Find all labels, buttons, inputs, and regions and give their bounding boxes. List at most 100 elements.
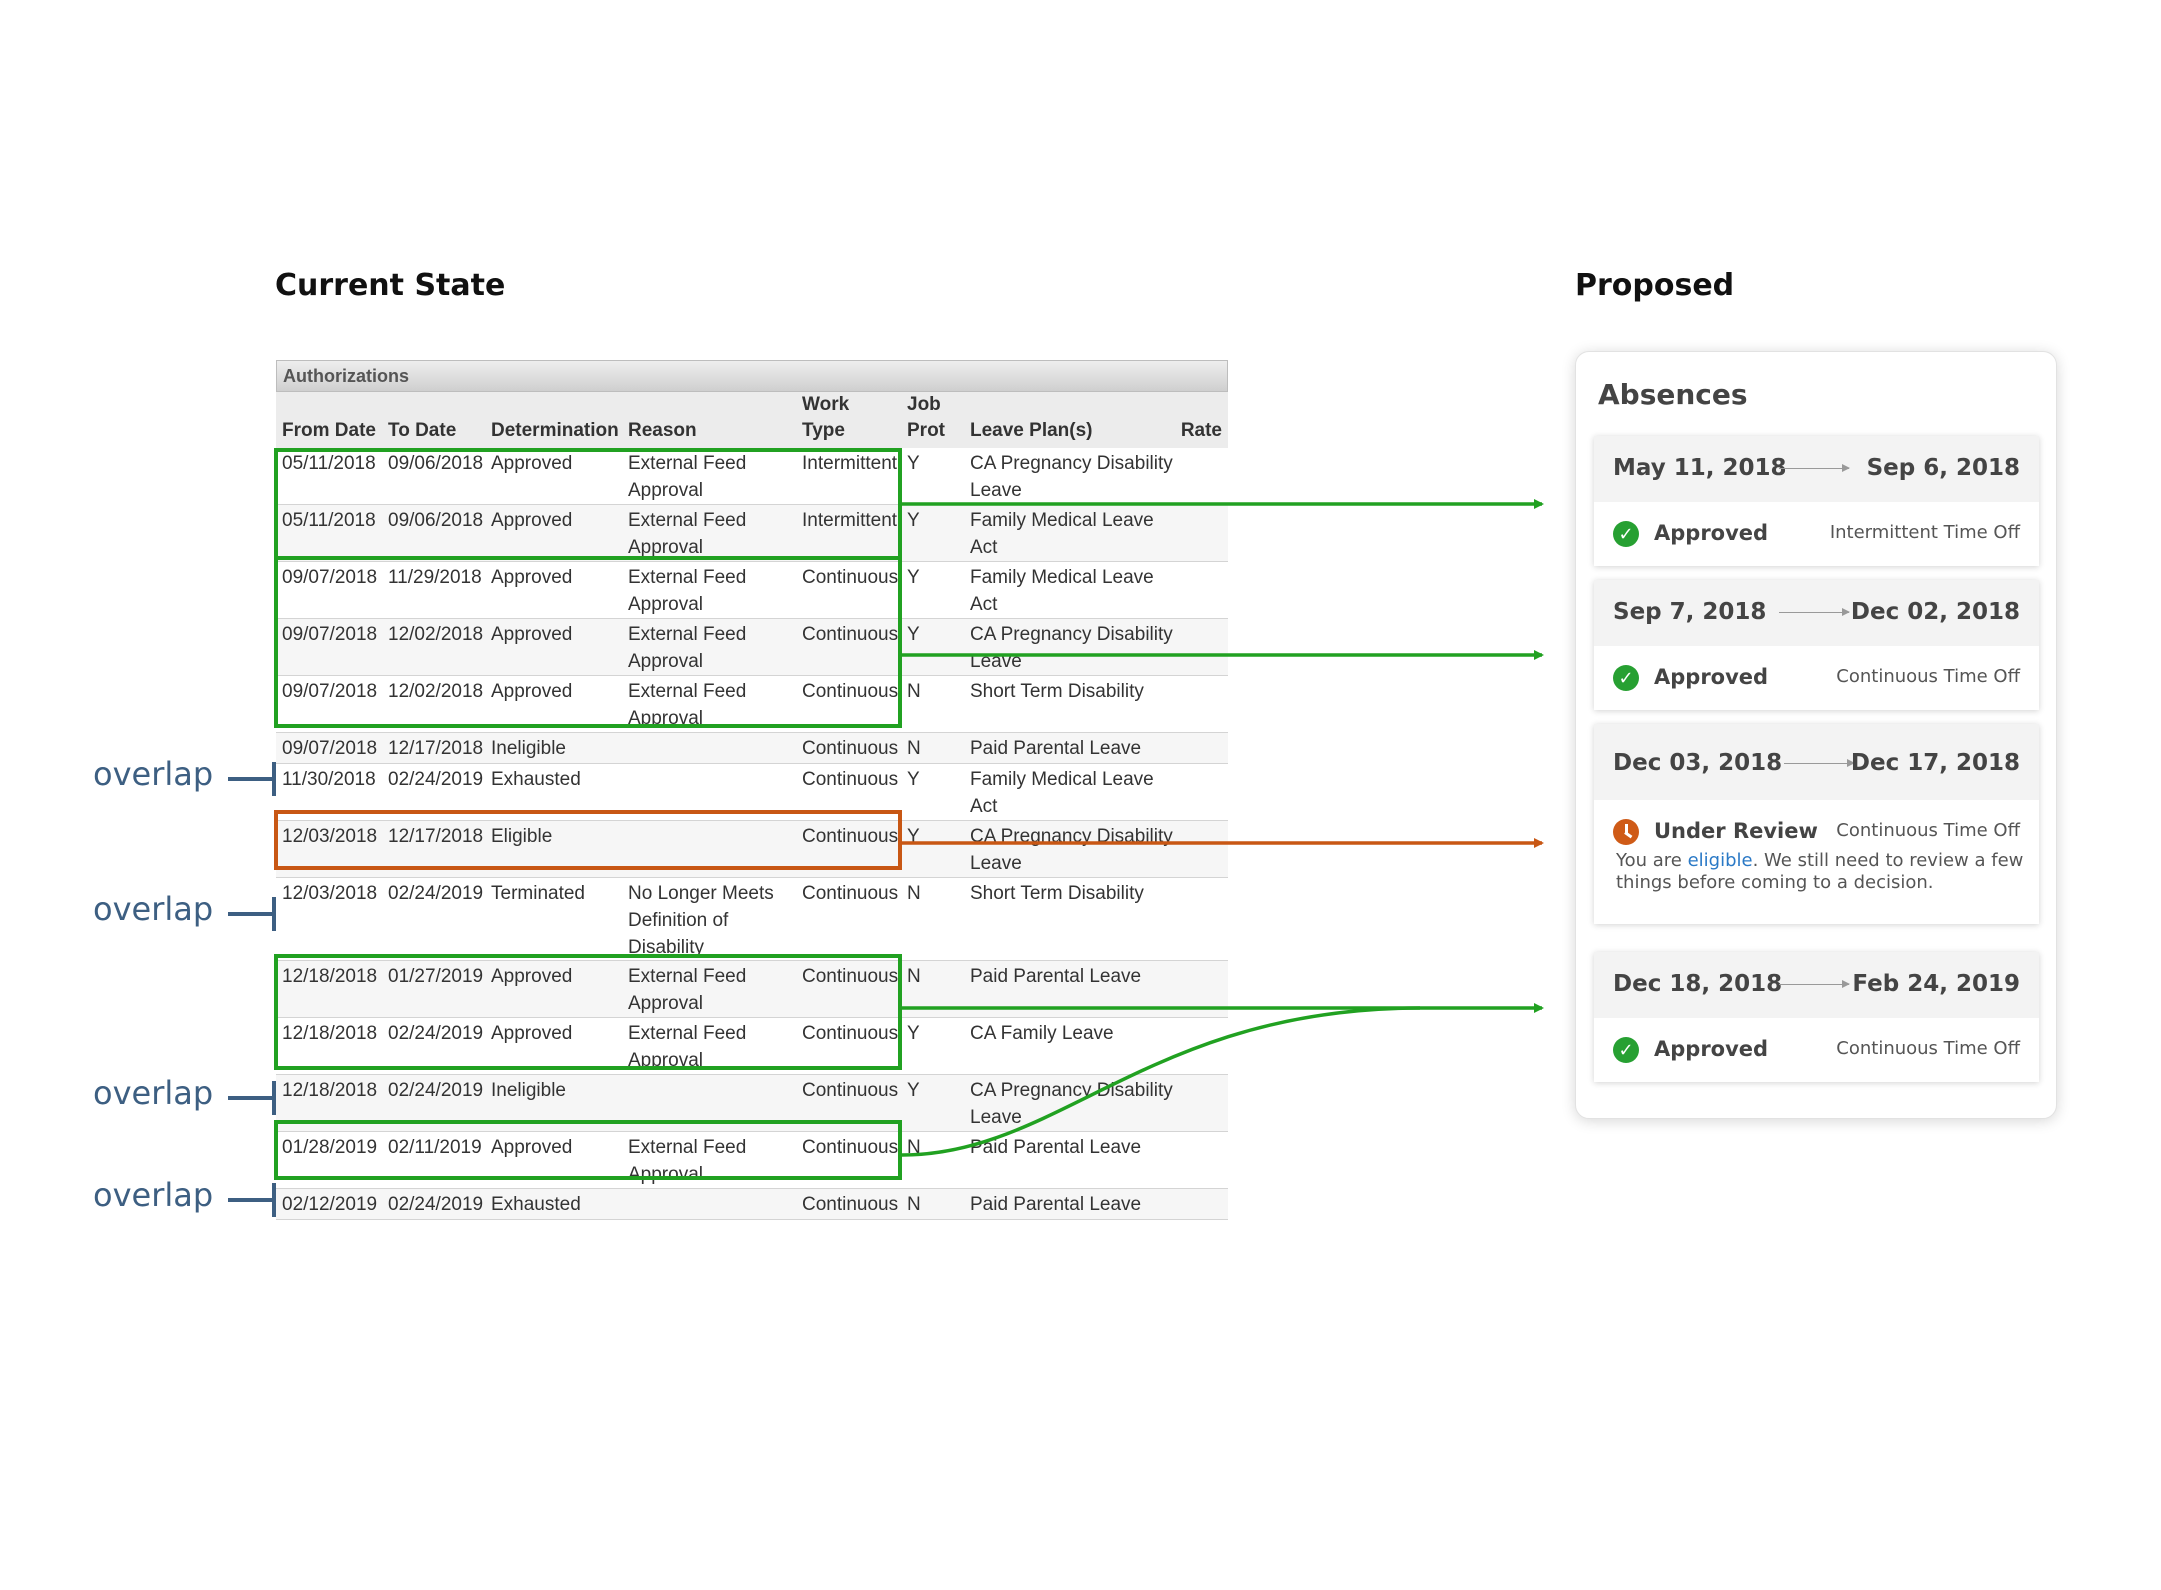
cell-work-type: Continuous: [802, 1023, 899, 1044]
overlap-marker: [228, 1081, 276, 1115]
cell-determination: Exhausted: [491, 1194, 581, 1215]
cell-to-date: 09/06/2018: [388, 453, 484, 474]
status-label: Approved: [1654, 1037, 1769, 1061]
overlap-marker: [228, 1183, 276, 1217]
status-label: Approved: [1654, 521, 1769, 545]
time-off-type: Continuous Time Off: [1836, 1038, 2020, 1059]
arrow-right-icon: [1779, 464, 1850, 472]
cell-work-type: Continuous: [802, 1080, 899, 1101]
absence-item[interactable]: May 11, 2018 Sep 6, 2018 ✓ Approved Inte…: [1594, 436, 2039, 566]
cell-to-date: 01/27/2019: [388, 966, 484, 987]
cell-reason: External Feed Approval: [628, 567, 747, 615]
cell-leave-plan: Family Medical Leave Act: [970, 769, 1154, 817]
cell-job-prot: N: [907, 883, 921, 904]
cell-from-date: 09/07/2018: [282, 567, 378, 588]
absence-from-date: Sep 7, 2018: [1613, 599, 1767, 625]
cell-from-date: 12/18/2018: [282, 1023, 378, 1044]
absences-card: Absences May 11, 2018 Sep 6, 2018 ✓ Appr…: [1575, 351, 2057, 1119]
cell-job-prot: N: [907, 966, 921, 987]
proposed-heading: Proposed: [1575, 268, 1735, 303]
cell-job-prot: N: [907, 681, 921, 702]
review-group-box: [274, 810, 902, 870]
overlap-label: overlap: [93, 755, 214, 793]
cell-to-date: 12/02/2018: [388, 681, 484, 702]
check-icon: ✓: [1613, 1037, 1639, 1063]
cell-from-date: 01/28/2019: [282, 1137, 378, 1158]
absence-status-row: ✓ Approved Intermittent Time Off: [1594, 502, 2039, 566]
absence-from-date: May 11, 2018: [1613, 455, 1787, 481]
cell-from-date: 09/07/2018: [282, 624, 378, 645]
approved-group-box-2: [274, 556, 902, 728]
cell-leave-plan: Paid Parental Leave: [970, 1137, 1142, 1158]
cell-reason: External Feed Approval: [628, 681, 747, 729]
review-note-prefix: You are: [1616, 850, 1688, 871]
cell-leave-plan: Paid Parental Leave: [970, 1194, 1142, 1215]
cell-job-prot: Y: [907, 826, 920, 847]
current-state-heading: Current State: [275, 268, 506, 303]
col-determination: Determination: [491, 420, 619, 441]
absence-dates: Dec 03, 2018 Dec 17, 2018: [1594, 724, 2039, 800]
cell-determination: Ineligible: [491, 1080, 566, 1101]
absence-dates: Dec 18, 2018 Feb 24, 2019: [1594, 952, 2039, 1018]
cell-work-type: Intermittent: [802, 453, 898, 474]
cell-determination: Approved: [491, 624, 573, 645]
absences-title: Absences: [1598, 378, 1748, 411]
cell-from-date: 12/03/2018: [282, 883, 378, 904]
cell-leave-plan: CA Pregnancy Disability Leave: [970, 826, 1173, 874]
cell-reason: External Feed Approval: [628, 510, 747, 558]
check-icon: ✓: [1613, 665, 1639, 691]
cell-to-date: 02/24/2019: [388, 883, 484, 904]
cell-job-prot: N: [907, 1137, 921, 1158]
cell-reason: External Feed Approval: [628, 966, 747, 1014]
cell-job-prot: Y: [907, 453, 920, 474]
cell-leave-plan: Family Medical Leave Act: [970, 510, 1154, 558]
absence-item[interactable]: Dec 03, 2018 Dec 17, 2018 Under Review C…: [1594, 724, 2039, 924]
overlap-label: overlap: [93, 890, 214, 928]
cell-to-date: 12/02/2018: [388, 624, 484, 645]
cell-determination: Approved: [491, 1137, 573, 1158]
cell-to-date: 11/29/2018: [388, 567, 482, 588]
cell-leave-plan: CA Pregnancy Disability Leave: [970, 453, 1173, 501]
col-to-date: To Date: [388, 420, 457, 441]
cell-leave-plan: Paid Parental Leave: [970, 738, 1142, 759]
cell-from-date: 12/18/2018: [282, 1080, 378, 1101]
cell-leave-plan: Paid Parental Leave: [970, 966, 1142, 987]
cell-work-type: Continuous: [802, 769, 899, 790]
table-row: 09/07/2018 11/29/2018 Approved External Fee…: [276, 562, 1228, 619]
cell-from-date: 05/11/2018: [282, 510, 376, 531]
cell-determination: Approved: [491, 567, 573, 588]
eligible-link[interactable]: eligible: [1687, 850, 1753, 871]
cell-work-type: Continuous: [802, 738, 899, 759]
absence-item[interactable]: Dec 18, 2018 Feb 24, 2019 ✓ Approved Con…: [1594, 952, 2039, 1082]
cell-leave-plan: CA Pregnancy Disability Leave: [970, 624, 1173, 672]
overlap-label: overlap: [93, 1176, 214, 1214]
cell-work-type: Intermittent: [802, 510, 898, 531]
overlap-label: overlap: [93, 1074, 214, 1112]
authorizations-title: Authorizations: [276, 360, 1228, 392]
cell-to-date: 02/24/2019: [388, 1080, 484, 1101]
col-job-prot: Job Prot: [907, 394, 945, 441]
absence-to-date: Dec 02, 2018: [1850, 599, 2020, 625]
check-icon: ✓: [1613, 521, 1639, 547]
cell-determination: Approved: [491, 453, 573, 474]
cell-leave-plan: Short Term Disability: [970, 883, 1144, 904]
approved-group-box-4: [274, 1120, 902, 1180]
col-work-type: Work Type: [802, 394, 850, 441]
absence-item[interactable]: Sep 7, 2018 Dec 02, 2018 ✓ Approved Cont…: [1594, 580, 2039, 710]
col-rate: Rate: [1180, 420, 1222, 441]
overlap-markers: [228, 762, 276, 1217]
cell-work-type: Continuous: [802, 1137, 899, 1158]
cell-to-date: 12/17/2018: [388, 826, 484, 847]
cell-from-date: 09/07/2018: [282, 738, 378, 759]
approved-group-box-3: [274, 954, 902, 1070]
cell-determination: Approved: [491, 1023, 573, 1044]
cell-from-date: 11/30/2018: [282, 769, 376, 790]
cell-work-type: Continuous: [802, 567, 899, 588]
